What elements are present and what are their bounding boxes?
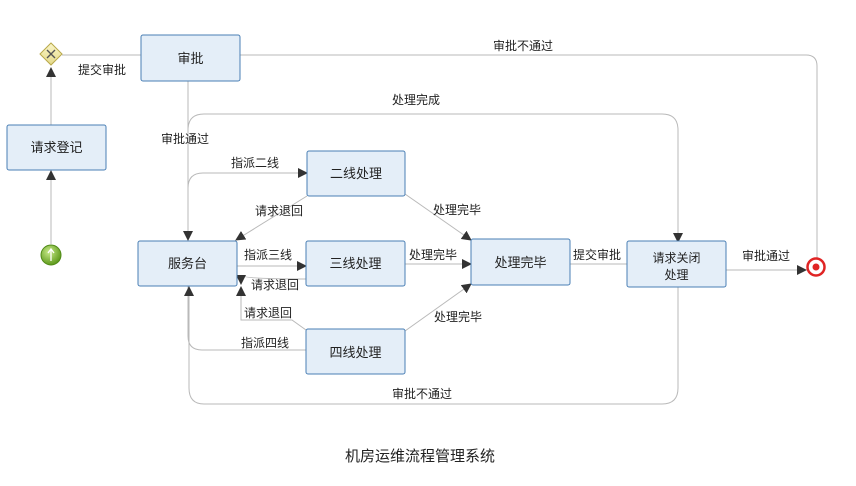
label-approve-reject-1: 审批不通过 <box>493 38 553 53</box>
node-line3-label: 三线处理 <box>329 257 381 272</box>
label-assign-line4: 指派四线 <box>241 335 289 350</box>
label-submit-approval-2: 提交审批 <box>573 247 621 262</box>
node-request-close-label-1: 请求关闭 <box>652 251 700 265</box>
label-done-2: 处理完毕 <box>409 247 457 262</box>
exclusive-gateway[interactable] <box>39 42 63 66</box>
label-approve-pass-1: 审批通过 <box>161 131 209 146</box>
end-event[interactable] <box>806 257 826 277</box>
node-request-register[interactable]: 请求登记 <box>6 124 107 171</box>
node-line2-label: 二线处理 <box>330 167 382 182</box>
node-request-register-label: 请求登记 <box>30 141 82 156</box>
edge-line4-return <box>236 286 307 331</box>
label-assign-line2: 指派二线 <box>231 155 279 170</box>
edge-line2-done <box>404 193 472 241</box>
label-processing-complete: 处理完成 <box>392 92 440 107</box>
node-processing-done-label: 处理完毕 <box>494 256 546 271</box>
label-return-3: 请求退回 <box>244 306 292 320</box>
node-request-close-label-2: 处理 <box>664 268 688 282</box>
label-done-3: 处理完毕 <box>434 309 482 324</box>
node-line3[interactable]: 三线处理 <box>305 240 406 287</box>
node-line4[interactable]: 四线处理 <box>305 328 406 375</box>
label-return-1: 请求退回 <box>255 204 303 218</box>
label-done-1: 处理完毕 <box>433 202 481 217</box>
edge-line4-done <box>404 283 472 332</box>
label-return-2: 请求退回 <box>251 278 299 292</box>
label-assign-line3: 指派三线 <box>244 247 292 262</box>
label-approve-reject-2: 审批不通过 <box>392 386 452 401</box>
node-processing-done[interactable]: 处理完毕 <box>470 238 571 286</box>
node-request-close[interactable]: 请求关闭 处理 <box>626 240 727 288</box>
edge-assign-line2 <box>187 168 308 189</box>
edge-line3-return <box>236 274 307 285</box>
node-approve[interactable]: 审批 <box>140 34 241 82</box>
label-approve-pass-2: 审批通过 <box>742 248 790 263</box>
label-submit-approval-1: 提交审批 <box>78 62 126 77</box>
edge-assign-line4 <box>187 286 306 351</box>
node-line2[interactable]: 二线处理 <box>306 150 406 197</box>
start-event[interactable] <box>40 244 62 266</box>
node-helpdesk-label: 服务台 <box>168 256 207 272</box>
node-approve-label: 审批 <box>177 52 203 67</box>
edge-reject-loop <box>184 286 679 405</box>
node-helpdesk[interactable]: 服务台 <box>137 240 238 287</box>
edge-done-loop <box>187 113 683 243</box>
node-line4-label: 四线处理 <box>329 346 381 361</box>
edge-line2-return <box>235 195 308 241</box>
diagram-caption: 机房运维流程管理系统 <box>345 447 495 465</box>
edge-approve-reject-to-end <box>240 54 818 258</box>
